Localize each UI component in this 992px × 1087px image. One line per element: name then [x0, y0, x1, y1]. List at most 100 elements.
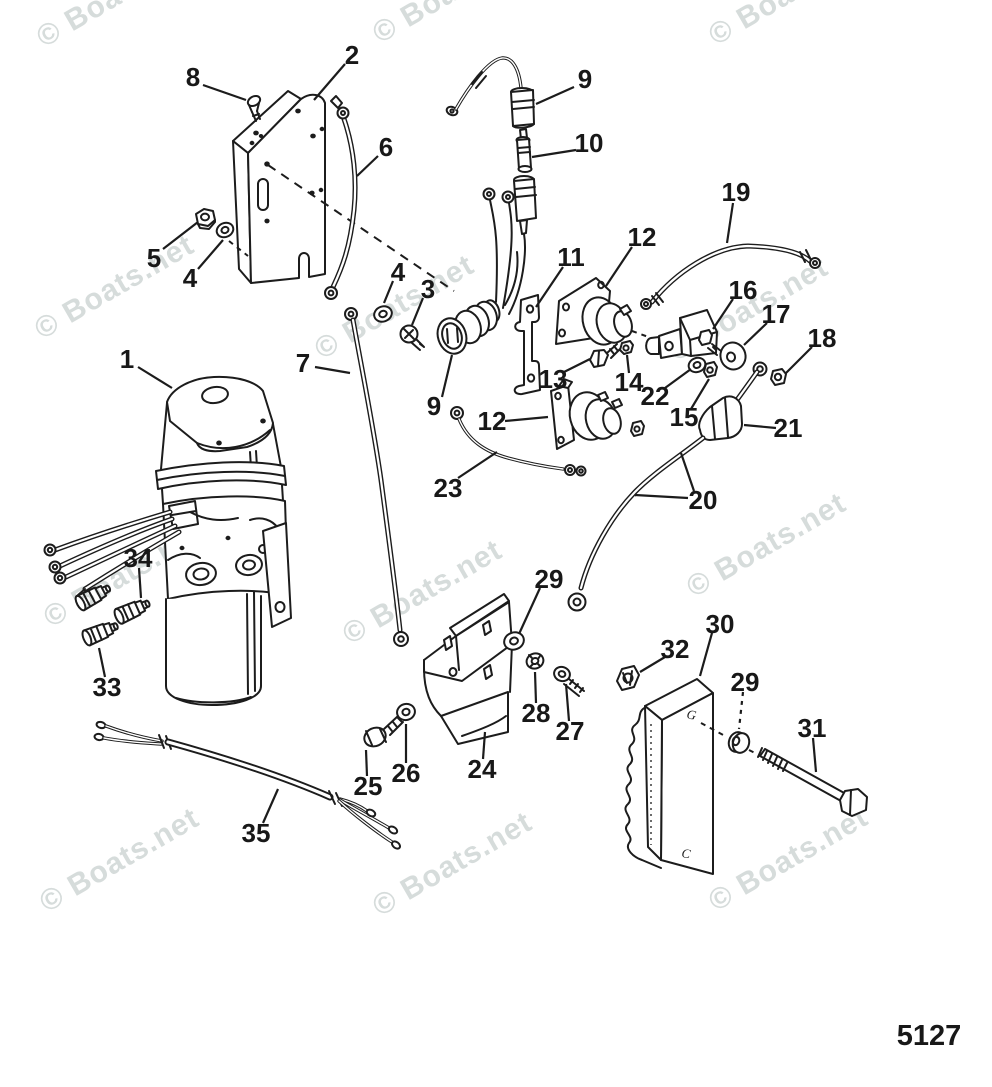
part-number-label: 22 [641, 381, 670, 411]
part-number-label: 28 [522, 698, 551, 728]
part-number-label: 30 [706, 609, 735, 639]
solenoid-upper-drawing [555, 277, 655, 368]
part-number-label: 35 [242, 818, 271, 848]
mounting-bracket-drawing [195, 90, 455, 292]
part-number-label: 24 [468, 754, 497, 784]
part-number-label: 32 [661, 634, 690, 664]
part-number-label: 23 [434, 473, 463, 503]
leader-line [563, 358, 591, 373]
leader-line [725, 202, 735, 244]
leader-line [690, 378, 710, 410]
leader-line [535, 85, 575, 106]
part-number-label: 12 [628, 222, 657, 252]
leader-line [517, 587, 542, 635]
part-number-label: 12 [478, 406, 507, 436]
leader-line [137, 567, 143, 599]
leader-line [811, 737, 818, 773]
part-number-label: 31 [798, 713, 827, 743]
leader-line [356, 155, 379, 177]
part-number-label: 25 [354, 771, 383, 801]
leader-line [481, 731, 487, 760]
leader-line [457, 451, 498, 479]
retainer-bracket-drawing [363, 593, 513, 748]
part-number-label: 20 [689, 485, 718, 515]
leader-line [737, 691, 745, 730]
watermark-text: © Boats.net [367, 805, 538, 923]
solenoid-lower-drawing [550, 378, 645, 450]
part-number-label: 4 [183, 263, 198, 293]
part-number-label: 15 [670, 402, 699, 432]
leader-line [162, 221, 199, 250]
part-number-label: 11 [557, 242, 585, 272]
part-number-label: 6 [379, 132, 393, 162]
part-number-label: 14 [615, 367, 644, 397]
leader-line [743, 322, 768, 346]
part-number-label: 7 [296, 348, 310, 378]
wire-with-boot-drawing [567, 369, 760, 612]
jumper-cable-drawing [640, 243, 821, 310]
strap-bracket-drawing [513, 294, 541, 396]
part-number-label: 17 [762, 299, 791, 329]
leader-line [564, 683, 571, 722]
leader-line [531, 148, 577, 159]
part-number-label: 5 [147, 243, 161, 273]
leader-line [785, 346, 813, 374]
leader-line [679, 452, 696, 492]
watermark-text: © Boats.net [703, 800, 874, 918]
leader-line [314, 365, 351, 375]
sender-lead-drawing [450, 406, 587, 477]
leader-line [261, 788, 280, 824]
leader-line [504, 415, 549, 423]
block-marking-bottom: C [680, 845, 691, 861]
part-number-label: 21 [774, 413, 803, 443]
watermark-text: © Boats.net [367, 0, 538, 50]
leader-line [533, 671, 538, 704]
part-number-label: 3 [421, 274, 435, 304]
leader-line [137, 366, 173, 389]
leader-line [202, 83, 247, 102]
part-number-label: 26 [392, 758, 421, 788]
leader-line [197, 239, 224, 270]
part-number-label: 9 [578, 64, 592, 94]
part-number-label: 10 [575, 128, 604, 158]
leader-line [382, 280, 395, 304]
watermark-layer: © Boats.net © Boats.net © Boats.net © Boats… [29, 0, 874, 923]
watermark-text: © Boats.net [703, 0, 874, 52]
part-number-label: 1 [120, 344, 134, 374]
part-number-label: 9 [427, 391, 441, 421]
harness-drawing [93, 720, 401, 850]
part-number-label: 4 [391, 257, 406, 287]
leader-line [634, 493, 689, 500]
leader-line [639, 656, 666, 673]
leader-line [698, 632, 714, 677]
part-number-label: 33 [93, 672, 122, 702]
watermark-text: © Boats.net [31, 0, 202, 54]
leader-line [410, 297, 425, 326]
relay-assembly-drawing [645, 309, 787, 386]
leader-line [625, 354, 631, 374]
watermark-text: © Boats.net [34, 801, 205, 919]
trim-pump-drawing [43, 375, 292, 706]
trim-pump-assembly-drawing [43, 56, 868, 875]
part-number-label: 8 [186, 62, 200, 92]
leader-line [664, 368, 692, 389]
trim-sender-drawing [436, 299, 501, 355]
wire-7-drawing [344, 305, 425, 647]
fuse-stack-drawing [445, 56, 537, 315]
fastener-stack-drawing [503, 631, 585, 697]
leader-line [97, 647, 107, 678]
leader-line [535, 266, 564, 308]
leader-line [605, 246, 633, 287]
block-marking-top: G [685, 706, 698, 723]
part-number-label: 29 [535, 564, 564, 594]
fittings-drawing [74, 584, 151, 647]
part-number-label: 16 [729, 275, 758, 305]
watermark-text: © Boats.net [29, 228, 200, 346]
leader-line [712, 298, 734, 330]
part-number-label: 19 [722, 177, 751, 207]
mounting-block-drawing [616, 665, 868, 875]
leader-line [440, 354, 454, 398]
